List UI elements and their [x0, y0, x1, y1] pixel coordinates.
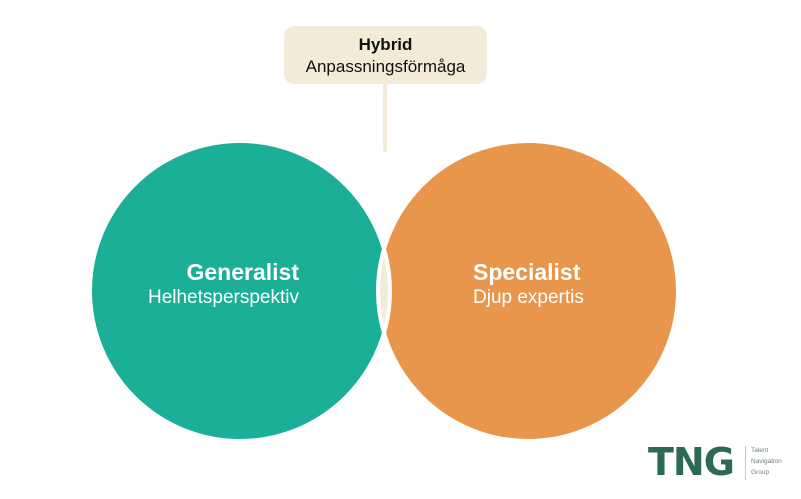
generalist-subtitle: Helhetsperspektiv: [147, 287, 299, 308]
specialist-title: Specialist: [473, 259, 581, 285]
logo-divider: [745, 446, 746, 480]
logo-wordmark: Talent Navigation Group: [751, 445, 782, 478]
specialist-label: Specialist Djup expertis: [473, 258, 584, 310]
specialist-circle: [378, 141, 678, 441]
hybrid-title: Hybrid: [358, 35, 413, 54]
logo-line-navigation: Navigation: [751, 458, 782, 465]
generalist-label: Generalist Helhetsperspektiv: [148, 258, 299, 310]
logo-line-talent: Talent: [751, 447, 769, 454]
generalist-title: Generalist: [186, 259, 300, 285]
tng-logo: TNG Talent Navigation Group: [648, 440, 788, 486]
generalist-outline: [88, 139, 392, 443]
specialist-outline: [376, 139, 680, 443]
logo-line-group: Group: [751, 469, 770, 476]
hybrid-subtitle: Anpassningsförmåga: [305, 57, 466, 76]
generalist-circle: [90, 141, 390, 441]
hybrid-label-box: Hybrid Anpassningsförmåga: [284, 26, 487, 84]
specialist-subtitle: Djup expertis: [473, 287, 584, 308]
logo-mark: TNG: [648, 440, 735, 484]
